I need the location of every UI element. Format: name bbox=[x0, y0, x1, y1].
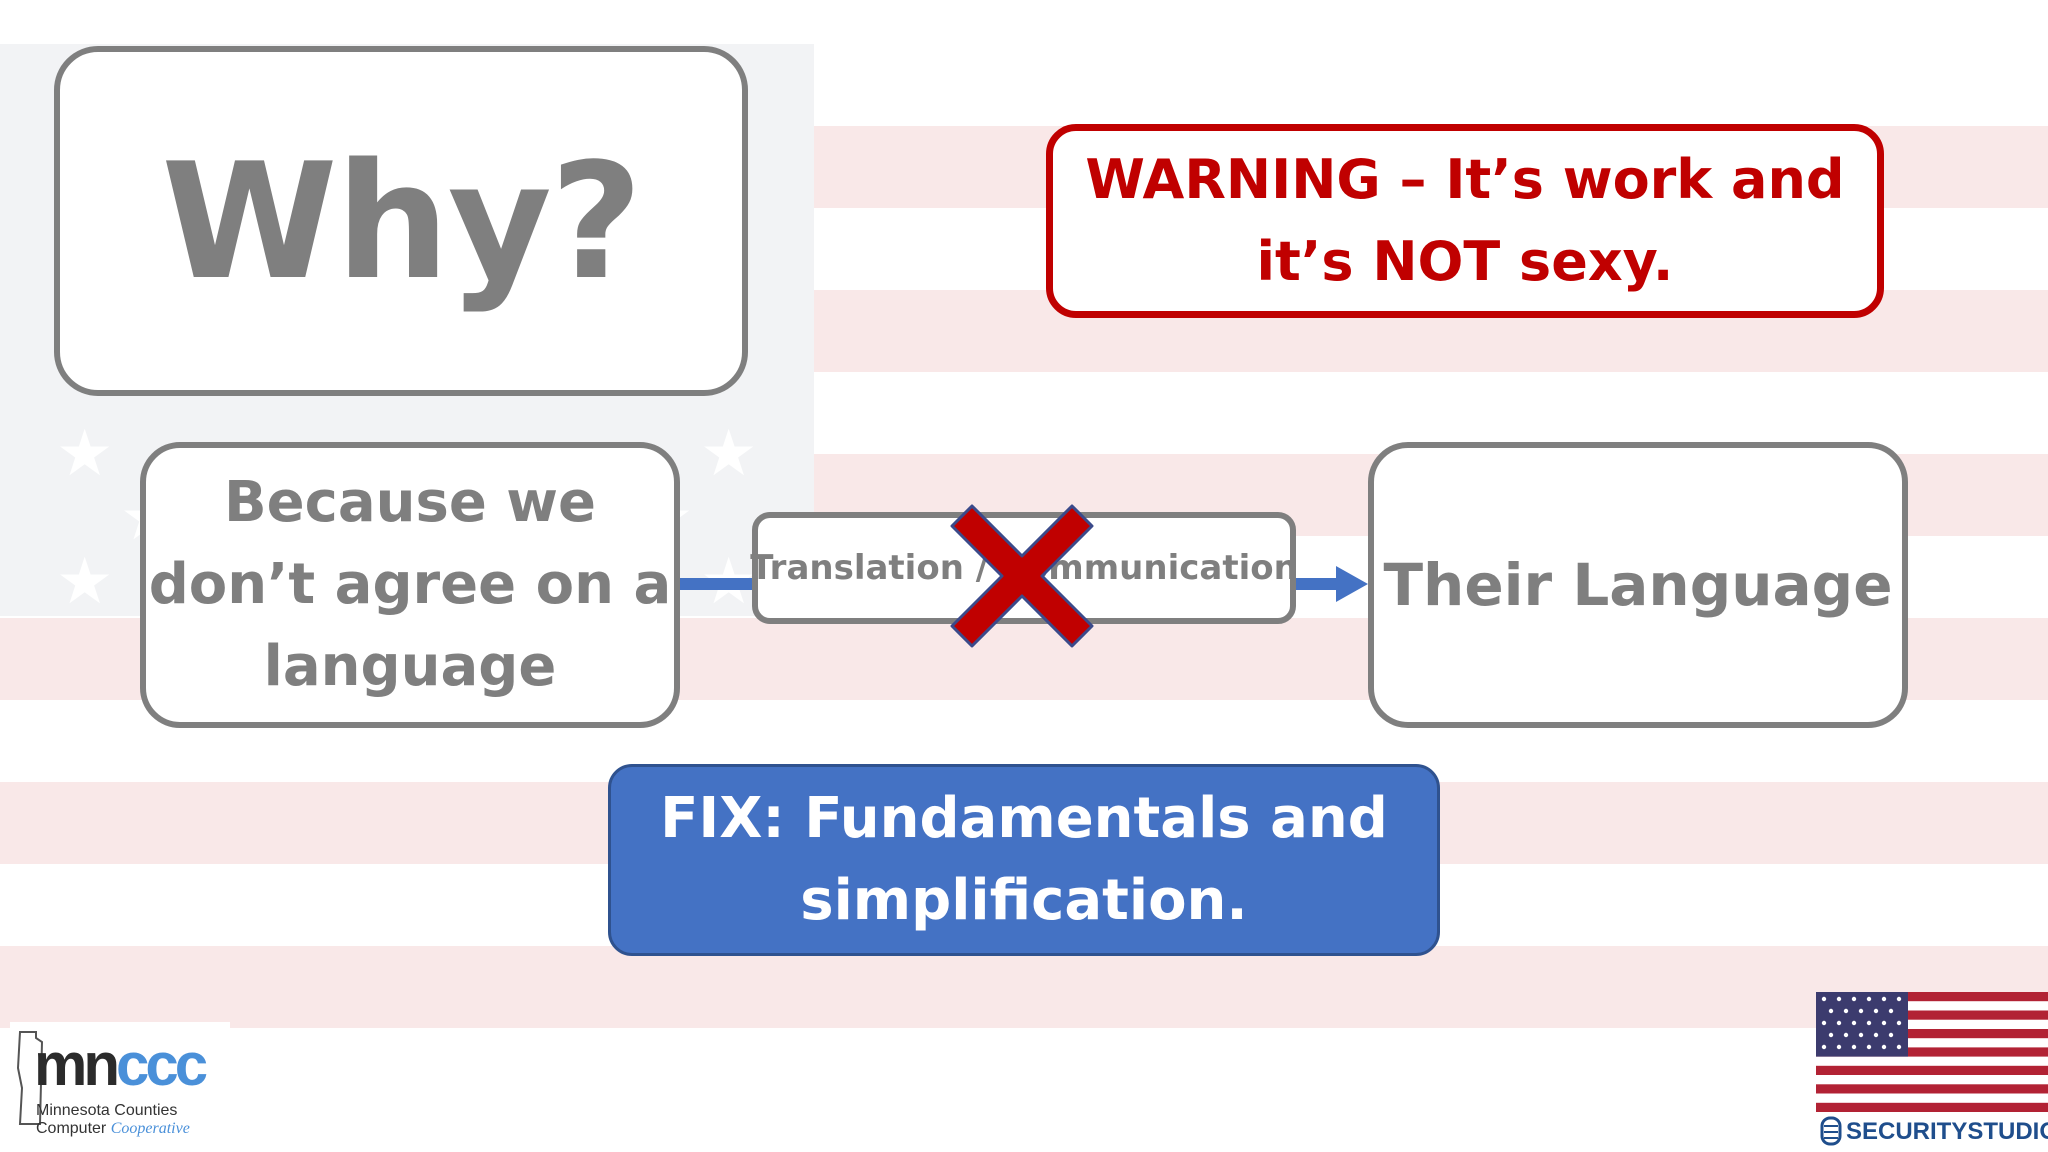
why-title: Why? bbox=[161, 127, 642, 315]
minnesota-outline-icon bbox=[16, 1031, 44, 1125]
mnccc-line-2a: Computer bbox=[36, 1120, 107, 1137]
fix-text: FIX: Fundamentals and simplification. bbox=[660, 778, 1388, 942]
x-cross-icon bbox=[950, 504, 1094, 648]
why-box: Why? bbox=[54, 46, 748, 396]
warning-text: WARNING – It’s work and it’s NOT sexy. bbox=[1085, 139, 1844, 303]
connector-left bbox=[678, 578, 756, 590]
because-line-1: Because we bbox=[223, 470, 597, 535]
securitystudio-name: SECURITYSTUDIO bbox=[1846, 1118, 2048, 1145]
their-language-label: Their Language bbox=[1383, 551, 1893, 619]
mnccc-word-ccc: ccc bbox=[116, 1031, 208, 1098]
because-line-2: don’t agree on a bbox=[148, 552, 672, 617]
arrow-head bbox=[1336, 566, 1368, 602]
because-text: Because we don’t agree on a language bbox=[149, 462, 672, 708]
warning-box: WARNING – It’s work and it’s NOT sexy. bbox=[1046, 124, 1884, 318]
mnccc-line-1: Minnesota Counties bbox=[36, 1102, 178, 1119]
securitystudio-logo: SECURITYSTUDIO bbox=[1816, 990, 2048, 1152]
mnccc-line-2: Computer Cooperative bbox=[36, 1120, 190, 1138]
fix-line-2: simplification. bbox=[800, 868, 1248, 933]
because-line-3: language bbox=[263, 634, 557, 699]
fix-line-1: FIX: Fundamentals and bbox=[660, 786, 1388, 851]
connector-right bbox=[1294, 578, 1340, 590]
warning-line-2: it’s NOT sexy. bbox=[1256, 230, 1674, 293]
us-flag-icon bbox=[1816, 992, 2048, 1112]
mnccc-word-mn: mn bbox=[34, 1031, 120, 1098]
their-language-box: Their Language bbox=[1368, 442, 1908, 728]
fix-box: FIX: Fundamentals and simplification. bbox=[608, 764, 1440, 956]
mnccc-line-2b: Cooperative bbox=[110, 1120, 190, 1137]
warning-line-1: WARNING – It’s work and bbox=[1085, 148, 1845, 211]
because-box: Because we don’t agree on a language bbox=[140, 442, 680, 728]
mnccc-wordmark: mnccc bbox=[34, 1030, 208, 1099]
securitystudio-icon bbox=[1820, 1116, 1842, 1146]
mnccc-logo: mnccc Minnesota Counties Computer Cooper… bbox=[10, 1022, 230, 1148]
